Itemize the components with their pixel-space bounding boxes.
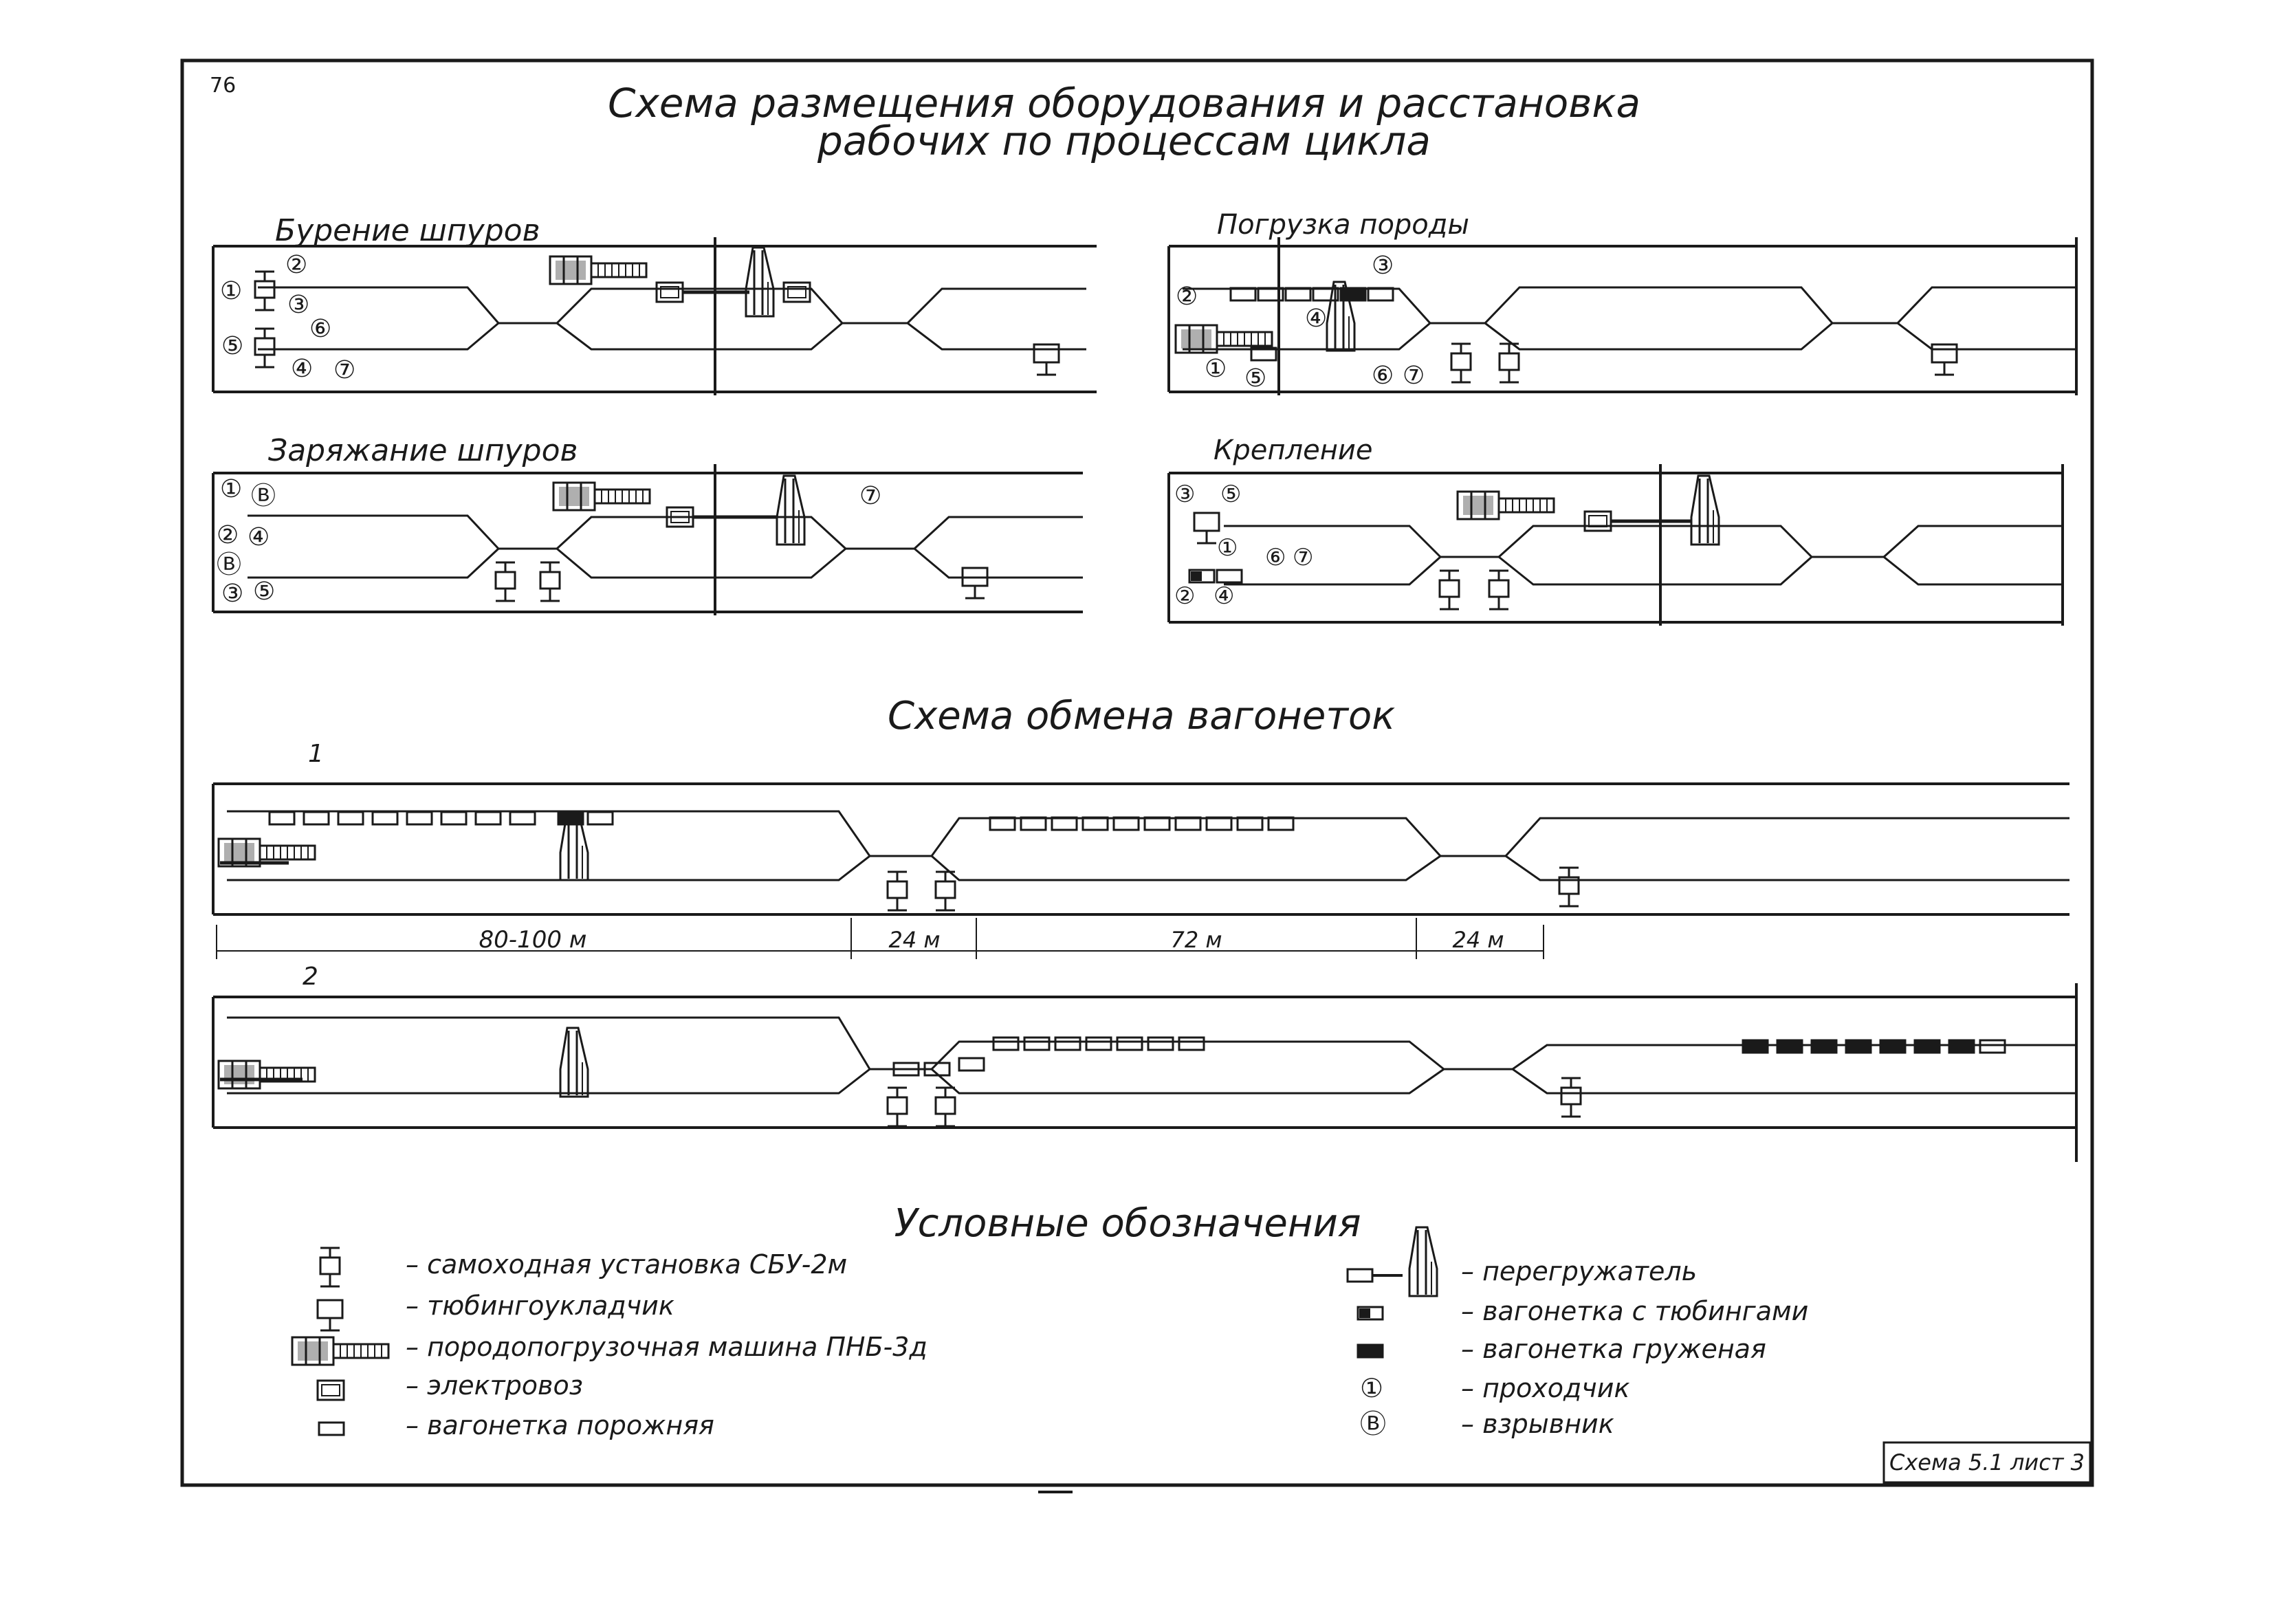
load-worker-4: ④ <box>1305 305 1327 333</box>
panel-support-title: Крепление <box>1214 435 1372 466</box>
panel-loading-title: Погрузка породы <box>1217 209 1469 241</box>
load-worker-5: ⑤ <box>1244 364 1266 393</box>
title-line-2: рабочих по процессам цикла <box>817 118 1431 164</box>
panel-drilling-title: Бурение шпуров <box>275 213 540 248</box>
legend-item-loaded-car: – вагонетка груженая <box>1461 1334 1766 1364</box>
charge-blaster-2: Ⓑ <box>217 551 241 579</box>
stamp-text: Схема 5.1 лист 3 <box>1889 1449 2085 1475</box>
exchange-title: Схема обмена вагонеток <box>888 694 1395 738</box>
dimension-1: 80-100 м <box>479 926 587 954</box>
legend-item-transloader: – перегружатель <box>1461 1256 1697 1286</box>
support-worker-5: ⑤ <box>1220 481 1241 508</box>
legend-blaster-symbol: Ⓑ <box>1360 1409 1386 1439</box>
panel-charging-title: Заряжание шпуров <box>268 433 578 468</box>
support-worker-3: ③ <box>1174 481 1195 508</box>
support-worker-7: ⑦ <box>1293 544 1313 571</box>
legend-item-locomotive: – электровоз <box>406 1370 583 1401</box>
drill-worker-5: ⑤ <box>221 332 243 360</box>
sheet-frame <box>180 58 2094 1487</box>
load-worker-1: ① <box>1205 355 1227 383</box>
panel-charging: Заряжание шпуров ① Ⓑ ② ④ Ⓑ ③ ⑤ ⑦ <box>212 433 1083 615</box>
exchange-scheme-2: 2 <box>212 963 2078 1162</box>
legend-item-erector: – тюбингоукладчик <box>406 1291 674 1321</box>
legend-item-worker: – проходчик <box>1461 1373 1629 1403</box>
drill-worker-7: ⑦ <box>333 356 355 384</box>
load-worker-6: ⑥ <box>1372 362 1394 390</box>
drill-worker-1: ① <box>220 277 242 305</box>
title-line-1: Схема размещения оборудования и расстано… <box>608 80 1640 127</box>
charge-blaster-1: Ⓑ <box>251 482 276 510</box>
legend-item-sbu: – самоходная установка СБУ-2м <box>406 1249 847 1280</box>
load-worker-3: ③ <box>1372 252 1394 280</box>
support-worker-2: ② <box>1174 582 1195 610</box>
drill-worker-3: ③ <box>287 291 309 319</box>
legend-item-blaster: – взрывник <box>1461 1409 1614 1439</box>
charge-worker-3: ③ <box>221 580 243 608</box>
page-number: 76 <box>210 74 236 98</box>
legend-item-empty-car: – вагонетка порожняя <box>406 1410 714 1440</box>
charge-worker-1: ① <box>220 475 242 503</box>
dimension-3: 72 м <box>1170 927 1222 953</box>
drill-worker-6: ⑥ <box>309 315 331 343</box>
panel-support: Крепление ③ ⑤ ① ⑥ ⑦ ② ④ <box>1167 435 2064 626</box>
drill-worker-4: ④ <box>291 355 313 383</box>
stamp-box <box>1882 1441 2091 1484</box>
support-worker-4: ④ <box>1214 582 1234 610</box>
dimension-2: 24 м <box>888 927 940 953</box>
panel-drilling: Бурение шпуров ① ② ③ ⑥ ⑤ ④ ⑦ <box>212 213 1097 395</box>
exchange-scheme-1: 1 80-100 м 24 м 72 м 24 <box>212 740 2069 959</box>
legend-item-tubing-car: – вагонетка с тюбингами <box>1461 1296 1808 1326</box>
legend-worker-symbol: ① <box>1360 1373 1383 1403</box>
charge-worker-5: ⑤ <box>253 578 275 606</box>
charge-worker-4: ④ <box>248 523 270 551</box>
scheme-2-label: 2 <box>303 963 318 991</box>
charge-worker-7: ⑦ <box>859 482 881 510</box>
legend-item-loader: – породопогрузочная машина ПНБ-3д <box>406 1332 927 1362</box>
drill-worker-2: ② <box>285 251 307 279</box>
legend: – самоходная установка СБУ-2м – тюбингоу… <box>291 1226 1808 1440</box>
charge-worker-2: ② <box>217 521 239 549</box>
support-worker-6: ⑥ <box>1265 544 1286 571</box>
support-worker-1: ① <box>1217 534 1238 562</box>
scheme-1-label: 1 <box>308 740 324 768</box>
panel-loading: Погрузка породы ③ ② ④ ① ⑤ ⑥ ⑦ <box>1167 209 2078 395</box>
legend-title: Условные обозначения <box>894 1201 1361 1246</box>
load-worker-2: ② <box>1176 283 1198 311</box>
load-worker-7: ⑦ <box>1403 362 1425 390</box>
dimension-4: 24 м <box>1452 927 1504 953</box>
